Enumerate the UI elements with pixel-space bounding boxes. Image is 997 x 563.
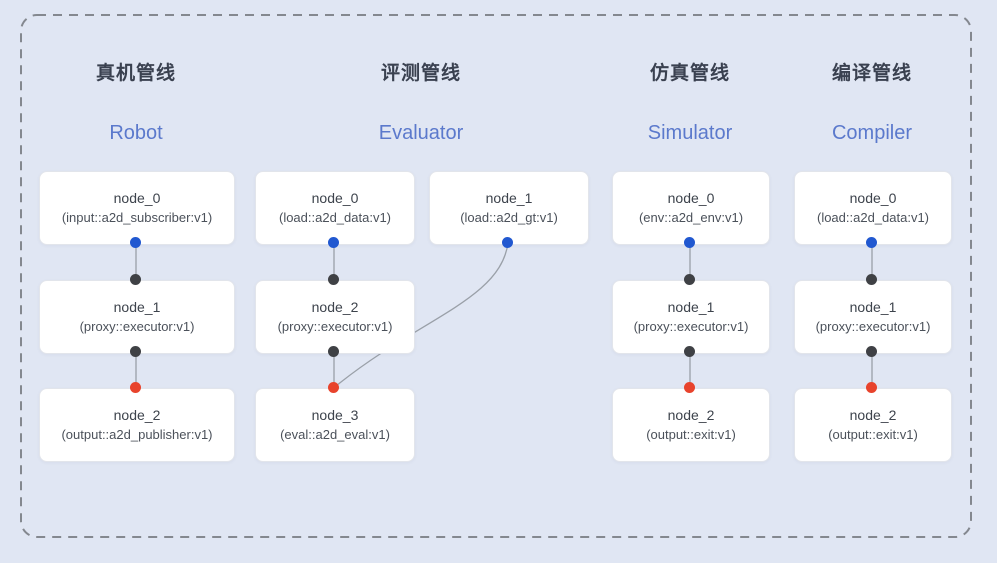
node-name: node_2 xyxy=(667,407,715,424)
node-evaluator-3: node_3 (eval::a2d_eval:v1) xyxy=(255,388,415,462)
node-evaluator-1: node_1 (load::a2d_gt:v1) xyxy=(429,171,589,245)
blue-port-dot xyxy=(502,237,513,248)
header-robot-zh: 真机管线 xyxy=(31,58,241,85)
node-type: (proxy::executor:v1) xyxy=(277,319,393,335)
node-type: (proxy::executor:v1) xyxy=(815,319,931,335)
node-type: (output::exit:v1) xyxy=(646,427,736,443)
node-type: (proxy::executor:v1) xyxy=(633,319,749,335)
header-compiler-en: Compiler xyxy=(767,122,977,145)
node-simulator-2: node_2 (output::exit:v1) xyxy=(612,388,770,462)
node-name: node_1 xyxy=(113,299,161,316)
header-simulator-zh: 仿真管线 xyxy=(585,58,795,85)
black-port-dot xyxy=(130,274,141,285)
node-compiler-1: node_1 (proxy::executor:v1) xyxy=(794,280,952,354)
pipeline-title-en: Evaluator xyxy=(378,122,464,144)
node-type: (load::a2d_data:v1) xyxy=(278,210,392,226)
node-compiler-0: node_0 (load::a2d_data:v1) xyxy=(794,171,952,245)
black-port-dot xyxy=(130,346,141,357)
node-type: (input::a2d_subscriber:v1) xyxy=(61,210,213,226)
edge-evaluator-1-3-curve xyxy=(335,242,509,387)
dashed-border xyxy=(20,14,972,538)
node-robot-2: node_2 (output::a2d_publisher:v1) xyxy=(39,388,235,462)
blue-port-dot xyxy=(684,237,695,248)
red-port-dot xyxy=(328,382,339,393)
node-name: node_2 xyxy=(113,407,161,424)
red-port-dot xyxy=(866,382,877,393)
header-evaluator-en: Evaluator xyxy=(316,122,526,145)
node-type: (load::a2d_data:v1) xyxy=(816,210,930,226)
node-name: node_1 xyxy=(667,299,715,316)
node-type: (eval::a2d_eval:v1) xyxy=(280,427,390,443)
pipeline-title-en: Simulator xyxy=(647,122,733,144)
node-evaluator-0: node_0 (load::a2d_data:v1) xyxy=(255,171,415,245)
pipeline-title-zh: 编译管线 xyxy=(831,63,912,84)
node-type: (output::exit:v1) xyxy=(828,427,918,443)
node-robot-0: node_0 (input::a2d_subscriber:v1) xyxy=(39,171,235,245)
blue-port-dot xyxy=(866,237,877,248)
node-name: node_0 xyxy=(849,190,897,207)
node-type: (proxy::executor:v1) xyxy=(79,319,195,335)
node-name: node_3 xyxy=(311,407,359,424)
node-name: node_0 xyxy=(667,190,715,207)
node-name: node_0 xyxy=(113,190,161,207)
black-port-dot xyxy=(866,346,877,357)
blue-port-dot xyxy=(130,237,141,248)
red-port-dot xyxy=(130,382,141,393)
black-port-dot xyxy=(328,274,339,285)
node-name: node_1 xyxy=(485,190,533,207)
header-simulator-en: Simulator xyxy=(585,122,795,145)
black-port-dot xyxy=(866,274,877,285)
node-name: node_2 xyxy=(849,407,897,424)
node-type: (output::a2d_publisher:v1) xyxy=(61,427,213,443)
node-simulator-0: node_0 (env::a2d_env:v1) xyxy=(612,171,770,245)
pipeline-title-zh: 评测管线 xyxy=(380,63,461,84)
node-name: node_1 xyxy=(849,299,897,316)
red-port-dot xyxy=(684,382,695,393)
node-type: (load::a2d_gt:v1) xyxy=(460,210,558,226)
pipeline-title-en: Compiler xyxy=(831,122,913,144)
node-name: node_2 xyxy=(311,299,359,316)
node-simulator-1: node_1 (proxy::executor:v1) xyxy=(612,280,770,354)
header-evaluator-zh: 评测管线 xyxy=(316,58,526,85)
pipeline-title-zh: 仿真管线 xyxy=(649,63,730,84)
blue-port-dot xyxy=(328,237,339,248)
header-robot-en: Robot xyxy=(31,122,241,145)
node-robot-1: node_1 (proxy::executor:v1) xyxy=(39,280,235,354)
pipeline-title-en: Robot xyxy=(109,122,163,144)
black-port-dot xyxy=(684,274,695,285)
header-compiler-zh: 编译管线 xyxy=(767,58,977,85)
node-compiler-2: node_2 (output::exit:v1) xyxy=(794,388,952,462)
pipeline-title-zh: 真机管线 xyxy=(95,63,176,84)
node-evaluator-2: node_2 (proxy::executor:v1) xyxy=(255,280,415,354)
black-port-dot xyxy=(684,346,695,357)
black-port-dot xyxy=(328,346,339,357)
node-type: (env::a2d_env:v1) xyxy=(638,210,744,226)
node-name: node_0 xyxy=(311,190,359,207)
